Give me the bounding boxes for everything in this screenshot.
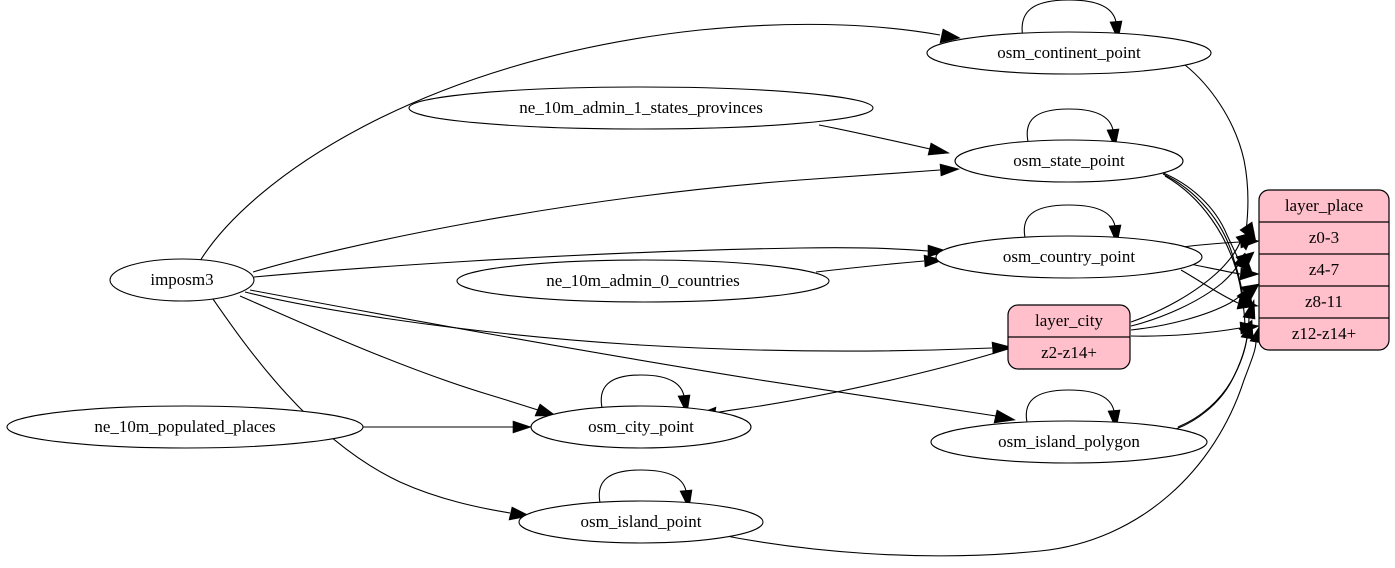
node-layer-city[interactable]: layer_city z2-z14+ bbox=[1007, 304, 1131, 370]
node-osm-continent-point[interactable]: osm_continent_point bbox=[926, 31, 1212, 75]
edge-ne-admin1-to-osm-state-point bbox=[818, 124, 950, 156]
edge-osm-continent-point-to-layer-place-z0-3 bbox=[1184, 64, 1257, 243]
edge-osm-island-polygon-to-layer-place-z12-z14 bbox=[1175, 319, 1254, 430]
edge-imposm3-to-osm-city-point bbox=[239, 295, 557, 417]
node-osm-island-point[interactable]: osm_island_point bbox=[518, 500, 764, 544]
node-ne-10m-admin-0-countries[interactable]: ne_10m_admin_0_countries bbox=[456, 259, 830, 303]
edge-layer-city-to-osm-city-point bbox=[694, 348, 1009, 420]
edge-layer-city-to-layer-place-z8-11 bbox=[1130, 283, 1260, 331]
record-nodes-layer: layer_place z0-3 z4-7 z8-11 z12-z14+ lay… bbox=[1007, 189, 1390, 370]
edge-layer-city-to-layer-place-z0-3 bbox=[1130, 231, 1255, 323]
node-ne-10m-populated-places[interactable]: ne_10m_populated_places bbox=[6, 405, 364, 449]
node-osm-state-point[interactable]: osm_state_point bbox=[954, 139, 1184, 183]
edge-osm-country-point-to-layer-place-z8-11 bbox=[1189, 263, 1260, 281]
node-osm-country-point[interactable]: osm_country_point bbox=[935, 235, 1203, 279]
edge-imposm3-to-osm-continent-point bbox=[199, 23, 961, 262]
nodes-layer: imposm3 ne_10m_admin_1_states_provinces … bbox=[6, 31, 1212, 544]
edge-imposm3-to-osm-state-point bbox=[252, 163, 960, 273]
edge-imposm3-to-osm-island-polygon bbox=[249, 289, 1016, 424]
node-imposm3[interactable]: imposm3 bbox=[109, 258, 255, 302]
edge-ne-admin0-to-osm-country-point bbox=[815, 254, 944, 273]
edge-ne-populated-to-osm-city-point bbox=[363, 420, 532, 434]
node-osm-island-polygon[interactable]: osm_island_polygon bbox=[930, 420, 1208, 464]
node-layer-place[interactable]: layer_place z0-3 z4-7 z8-11 z12-z14+ bbox=[1258, 189, 1390, 351]
node-osm-city-point[interactable]: osm_city_point bbox=[530, 405, 752, 449]
layer-place-body bbox=[1258, 189, 1390, 351]
node-ne-10m-admin-1-states-provinces[interactable]: ne_10m_admin_1_states_provinces bbox=[408, 86, 874, 130]
edge-layer-city-to-layer-place-z4-7 bbox=[1130, 251, 1255, 327]
